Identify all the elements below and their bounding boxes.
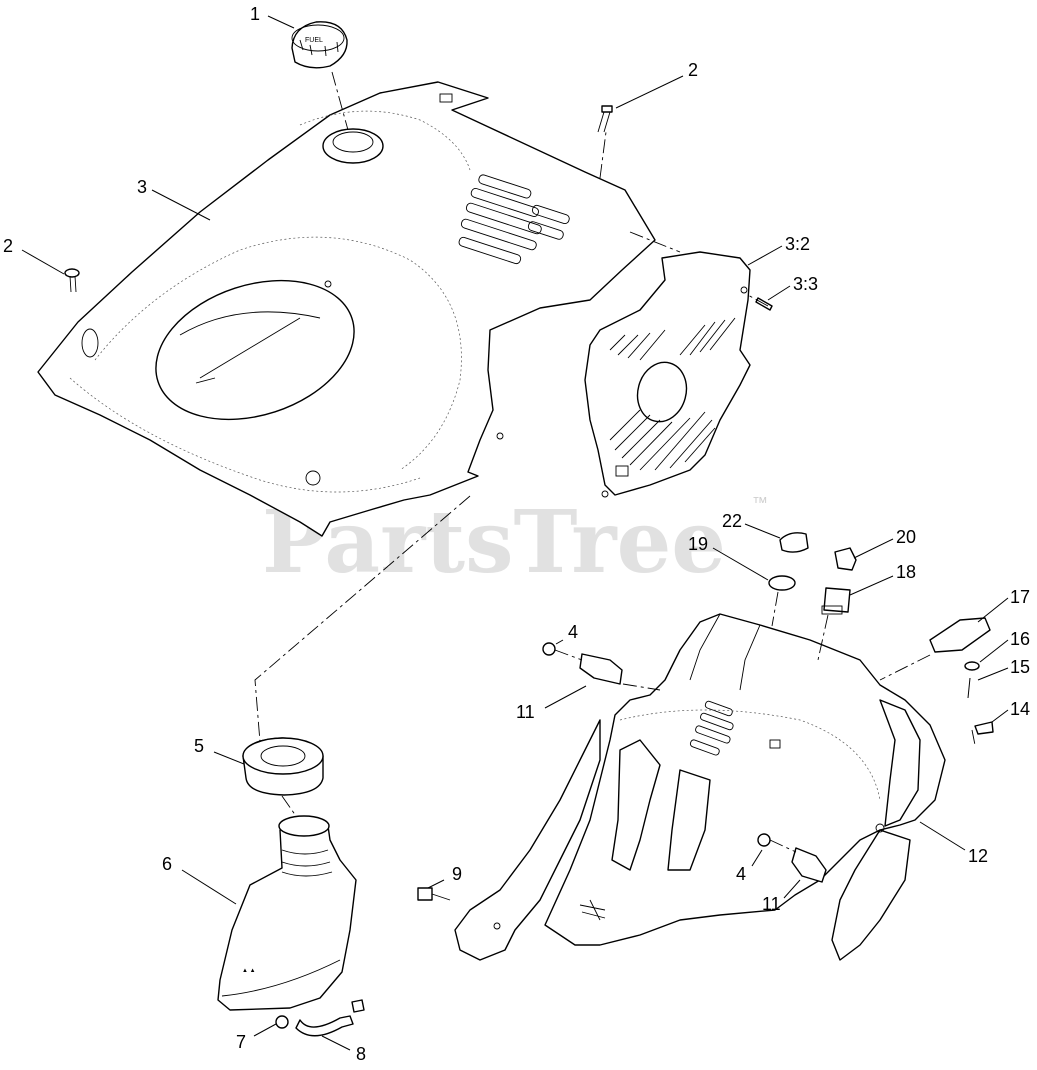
part-bezel[interactable] <box>768 575 796 591</box>
part-grommet[interactable] <box>242 737 324 796</box>
callout-16: 16 <box>1010 629 1030 649</box>
part-washer[interactable] <box>964 661 980 671</box>
part-clip[interactable] <box>974 721 994 735</box>
callout-1: 1 <box>250 4 260 24</box>
callout-5: 5 <box>194 736 204 756</box>
part-bolt-9[interactable] <box>417 887 451 901</box>
part-fitting[interactable] <box>275 1015 289 1029</box>
callout-22: 22 <box>722 511 742 531</box>
part-housing[interactable] <box>454 613 946 961</box>
callout-3-3: 3:3 <box>793 274 818 294</box>
part-key[interactable] <box>834 547 857 571</box>
part-fuel-tank[interactable]: ▲ ▲ <box>217 815 357 1011</box>
assembly-lines <box>254 71 976 853</box>
part-hose[interactable] <box>295 999 365 1037</box>
callout-8: 8 <box>356 1044 366 1064</box>
callout-11-lower: 11 <box>762 894 781 914</box>
callout-20: 20 <box>896 527 916 547</box>
part-switch-cover[interactable] <box>929 617 991 653</box>
callout-17: 17 <box>1010 587 1030 607</box>
callout-18: 18 <box>896 562 916 582</box>
part-ignition-switch[interactable] <box>821 587 851 615</box>
part-shroud[interactable] <box>37 81 656 537</box>
callout-7: 7 <box>236 1032 246 1052</box>
part-screw-upper[interactable] <box>597 105 613 133</box>
callout-3-2: 3:2 <box>785 234 810 254</box>
callout-11-upper: 11 <box>516 702 535 722</box>
callout-9: 9 <box>452 864 462 884</box>
watermark-trademark: ™ <box>752 495 768 512</box>
part-screw-left[interactable] <box>64 268 80 293</box>
callout-2-upper: 2 <box>688 60 698 80</box>
part-bracket-11-lower[interactable] <box>791 847 827 883</box>
part-knob[interactable] <box>779 532 809 553</box>
callout-14: 14 <box>1010 699 1030 719</box>
callout-labels: 1 2 3 2 3:2 3:3 22 19 20 18 17 16 15 14 … <box>3 4 1030 1064</box>
leader-lines <box>21 15 1009 1051</box>
callout-19: 19 <box>688 534 708 554</box>
callout-2-left: 2 <box>3 236 13 256</box>
callout-15: 15 <box>1010 657 1030 677</box>
part-bracket-11-upper[interactable] <box>579 653 623 685</box>
part-heat-shield[interactable] <box>584 251 751 498</box>
callout-4-upper: 4 <box>568 622 578 642</box>
part-nut-4-lower[interactable] <box>757 833 771 847</box>
callout-3: 3 <box>137 177 147 197</box>
callout-12: 12 <box>968 846 988 866</box>
svg-text:FUEL: FUEL <box>305 37 323 44</box>
callout-6: 6 <box>162 854 172 874</box>
svg-text:▲ ▲: ▲ ▲ <box>242 968 256 974</box>
part-screw-15[interactable] <box>967 677 971 699</box>
part-nut-4-upper[interactable] <box>542 642 556 656</box>
part-fuel-cap[interactable]: FUEL <box>291 21 348 69</box>
callout-4-lower: 4 <box>736 864 746 884</box>
